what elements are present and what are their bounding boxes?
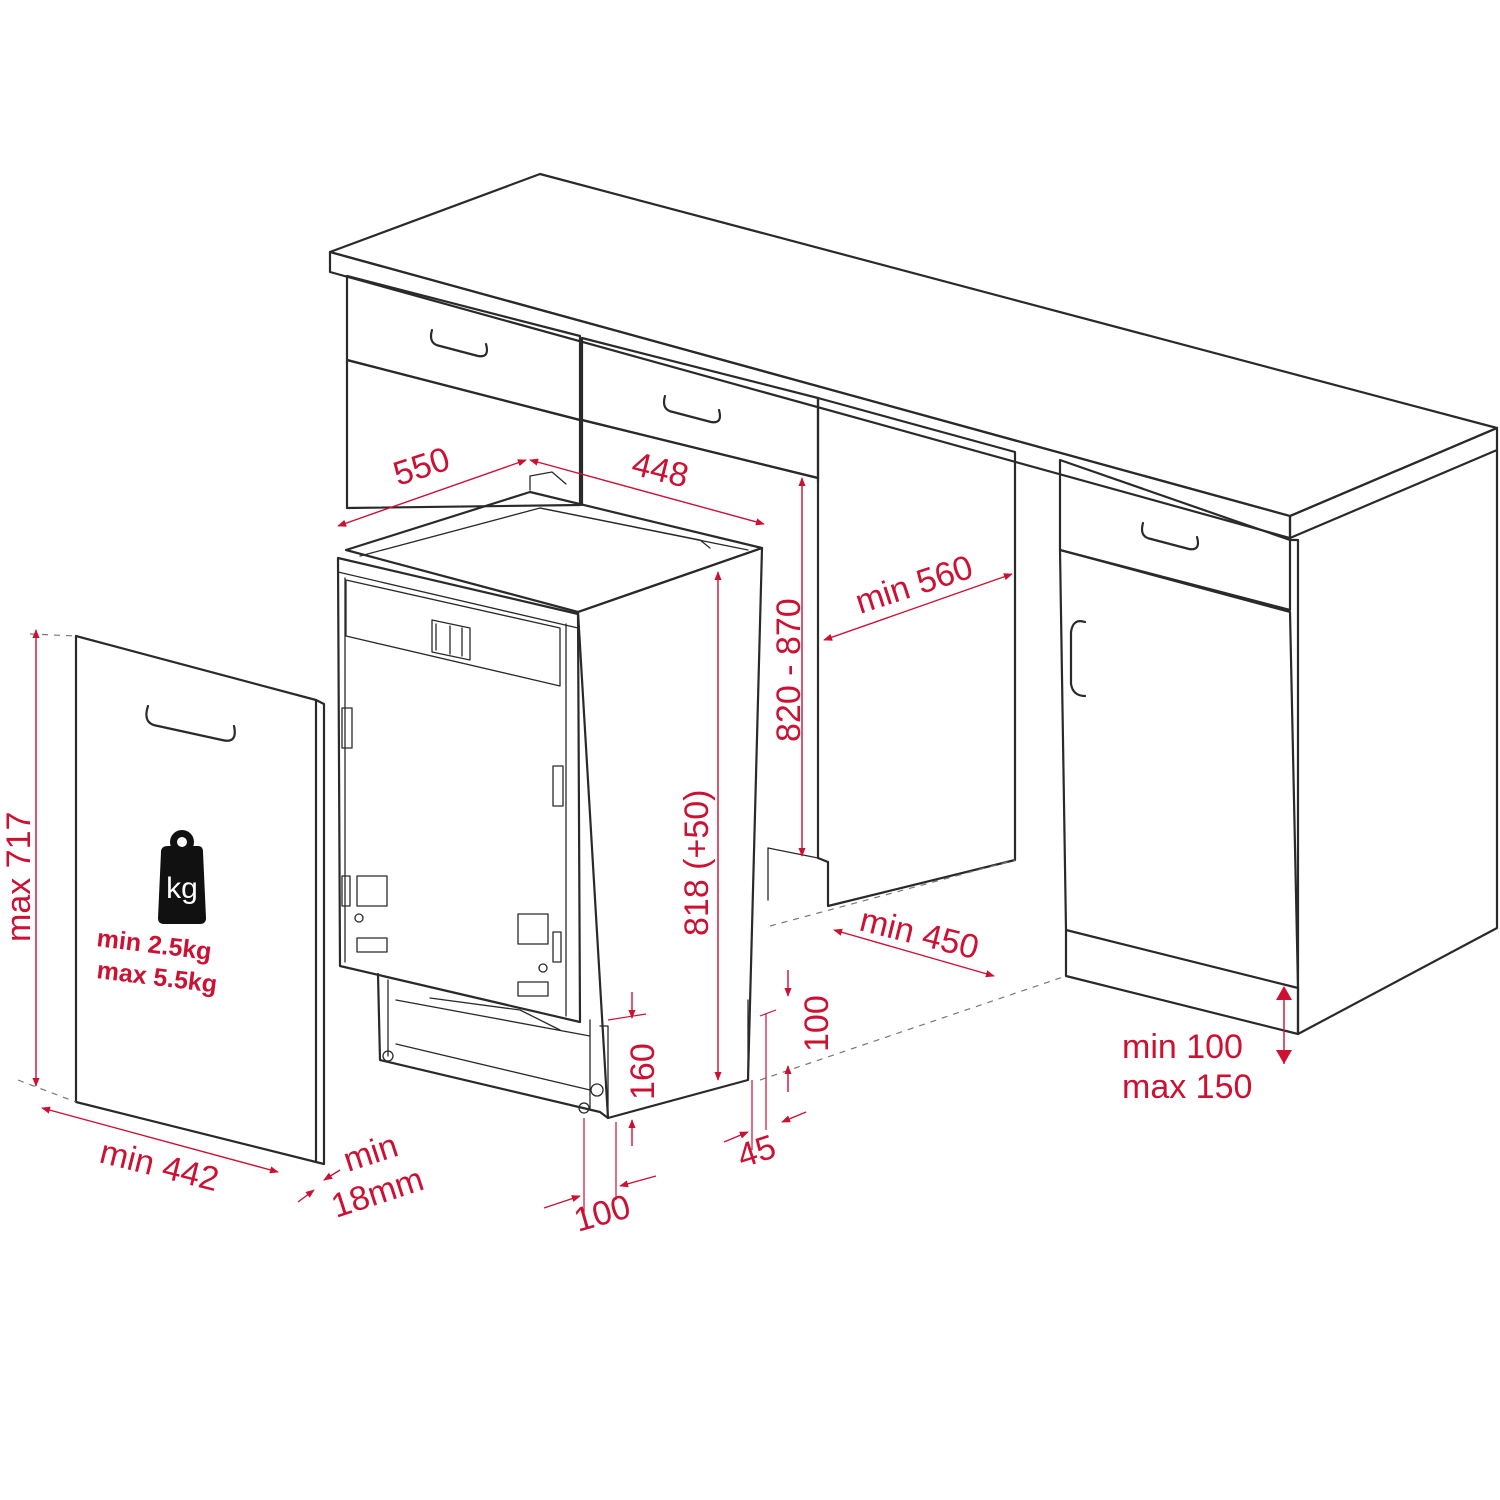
kg-weight-icon: kg xyxy=(158,830,206,924)
label-cabinet-plinth-max: max 150 xyxy=(1122,1068,1252,1106)
label-niche-height: 820 - 870 xyxy=(770,598,808,742)
kitchen-cabinets xyxy=(328,172,1499,1081)
label-appliance-height: 818 (+50) xyxy=(678,790,716,937)
middle-cabinet xyxy=(580,336,820,507)
worktop xyxy=(328,172,1499,540)
label-plinth-setback-front: 100 xyxy=(570,1188,635,1240)
label-cabinet-plinth-min: min 100 xyxy=(1122,1028,1243,1066)
furniture-panel xyxy=(17,633,326,1166)
label-plinth-height: 100 xyxy=(798,995,836,1052)
label-foot-height: 160 xyxy=(624,1043,662,1100)
right-cabinet xyxy=(1058,448,1499,1036)
dimension-lines xyxy=(32,458,1292,1214)
kg-label: kg xyxy=(166,872,198,905)
label-panel-height: max 717 xyxy=(0,812,38,942)
label-niche-width: min 560 xyxy=(851,548,978,622)
label-appliance-width: 448 xyxy=(628,445,692,496)
label-appliance-depth: 550 xyxy=(389,440,455,494)
label-panel-width: min 442 xyxy=(96,1133,223,1199)
label-niche-depth: min 450 xyxy=(856,901,983,967)
